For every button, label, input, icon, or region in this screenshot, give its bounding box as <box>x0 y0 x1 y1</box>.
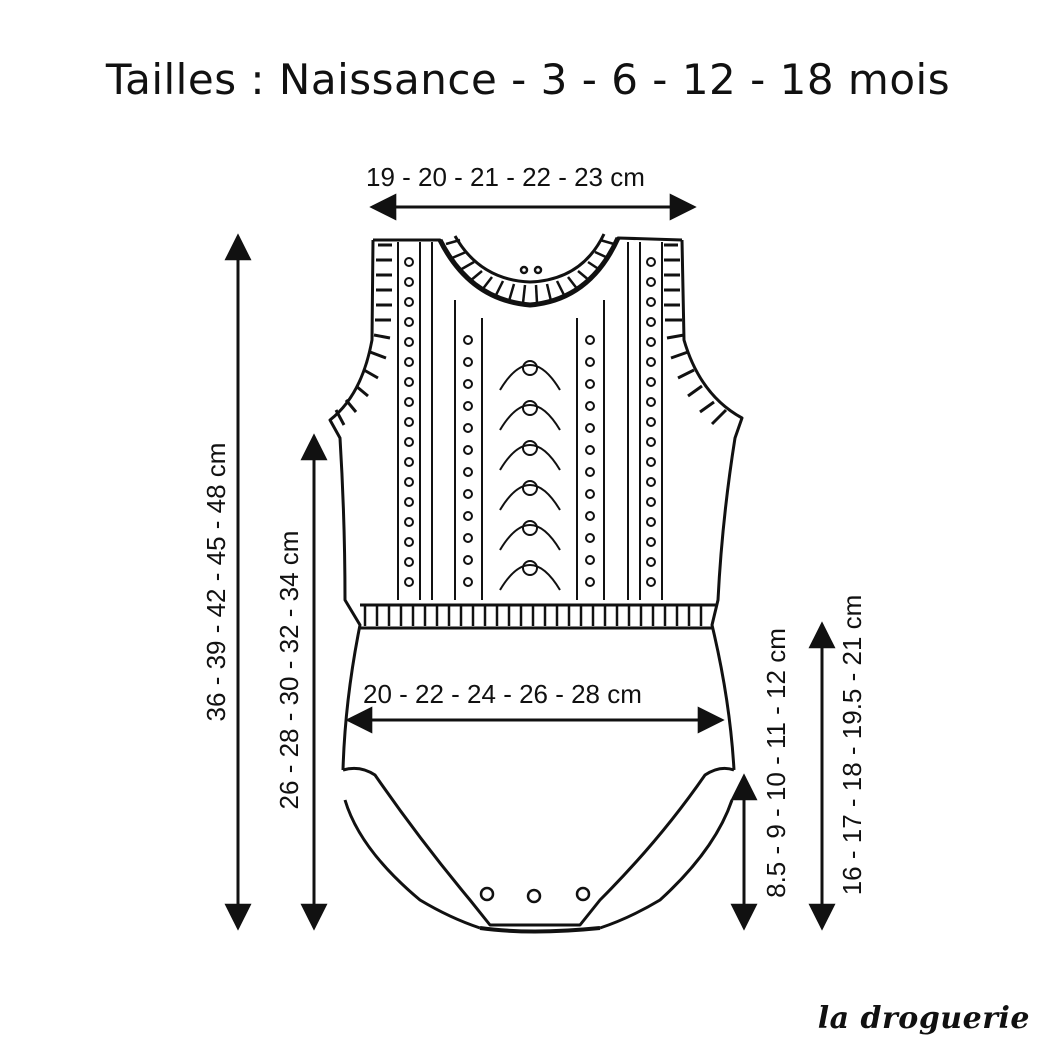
hip-width-label: 20 - 22 - 24 - 26 - 28 cm <box>363 679 642 709</box>
romper-outline <box>328 233 744 934</box>
size-title: Tailles : Naissance - 3 - 6 - 12 - 18 mo… <box>105 55 951 104</box>
neck-ribbing <box>445 238 615 304</box>
chest-width-label: 19 - 20 - 21 - 22 - 23 cm <box>366 162 645 192</box>
button-details <box>479 265 591 904</box>
body-length-label: 26 - 28 - 30 - 32 - 34 cm <box>274 530 304 810</box>
leg-opening-label: 16 - 17 - 18 - 19.5 - 21 cm <box>837 594 867 896</box>
ribbed-trim <box>334 243 728 426</box>
eyelet-pattern <box>397 242 663 600</box>
waist-ribbing <box>363 606 703 626</box>
total-length-label: 36 - 39 - 42 - 45 - 48 cm <box>201 442 231 722</box>
crotch-height-label: 8.5 - 9 - 10 - 11 - 12 cm <box>761 628 791 898</box>
brand-logo: la droguerie <box>817 1001 1030 1036</box>
dimension-arrows <box>224 193 836 931</box>
